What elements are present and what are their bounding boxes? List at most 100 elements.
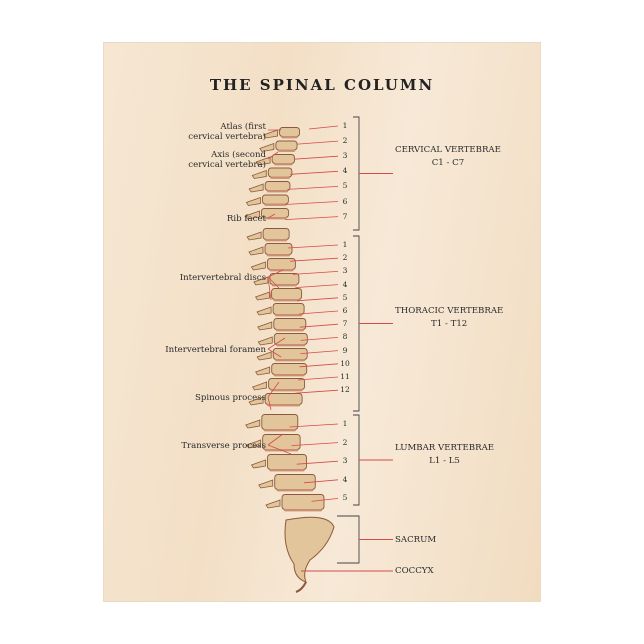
vertebra-body [279,127,300,137]
vertebra-number: 5 [342,493,348,503]
vertebra-body [271,363,308,375]
region-thoracic-name: THORACIC VERTEBRAE [395,306,504,316]
region-thoracic-range: T1 - T12 [431,319,468,329]
page-title: THE SPINAL COLUMN [209,76,435,94]
spinous-process-shape [251,381,267,391]
number-leader-line [311,498,339,502]
vertebra-body [273,318,307,330]
spinous-process-shape [258,479,274,489]
region-bracket [353,414,360,506]
vertebra-number: 2 [342,136,348,146]
intervertebral-disc [273,299,300,302]
spine-diagram [244,116,393,593]
label-axis: Axis (second cervical vertebra) [188,150,266,170]
intervertebral-disc [263,429,296,432]
vertebra-number: 5 [342,181,348,191]
intervertebral-disc [274,163,293,166]
number-leader-line [297,376,339,381]
intervertebral-disc [267,404,301,407]
spinous-process-shape [244,210,260,220]
label-intervertebral-foramen: Intervertebral foramen [165,345,266,355]
vertebra-body [272,303,305,315]
region-bracket [353,116,360,231]
spinous-process-shape [265,499,281,509]
intervertebral-disc [275,359,306,362]
vertebra-number: 9 [342,345,348,355]
vertebra-body [262,228,290,240]
vertebra-body [262,434,301,450]
number-leader-line [299,323,339,328]
intervertebral-disc [263,217,287,220]
anatomy-leader-line [267,269,284,278]
intervertebral-disc [284,509,322,512]
label-transverse-process: Transverse process [181,441,266,451]
vertebra-body [264,393,303,405]
region-bracket [353,235,360,412]
label-axis-line1: Axis (second [211,150,266,160]
region-lumbar-range: L1 - L5 [429,456,460,466]
spinous-process-shape [259,142,275,152]
intervertebral-disc [273,374,305,377]
spinous-process-shape [262,129,278,139]
region-brackets [301,116,393,572]
vertebra-number: 1 [342,240,348,249]
vertebra-number: 2 [342,253,348,263]
region-thoracic: THORACIC VERTEBRAE T1 - T12 [395,305,503,331]
intervertebral-disc [269,469,305,472]
region-cervical-name: CERVICAL VERTEBRAE [395,145,501,155]
intervertebral-disc [267,254,291,257]
number-leader-line [287,186,339,190]
anatomy-leader-line [267,151,279,160]
number-leader-line [298,310,339,315]
number-leader-line [300,337,339,341]
vertebra-number: 7 [342,211,348,221]
region-cervical: CERVICAL VERTEBRAE C1 - C7 [395,144,501,170]
number-leader-line [289,423,339,428]
anatomy-leader-line [267,433,284,446]
spinous-process-shape [248,183,264,193]
vertebra-number: 11 [340,372,350,381]
vertebra-number: 6 [342,196,348,206]
vertebra-body [281,494,325,510]
number-leader-line [284,216,339,220]
spinous-process-shape [254,291,270,301]
number-leader-line [297,140,339,145]
number-leader-line [287,244,339,249]
vertebra-number: 1 [342,419,348,428]
vertebra-body [264,243,293,255]
number-leader-line [295,284,339,288]
spinous-process-shape [256,306,272,316]
vertebra-body [275,140,298,151]
intervertebral-disc [275,329,304,332]
intervertebral-disc [270,176,290,179]
region-sacrum: SACRUM [395,535,437,545]
vertebra-number: 3 [342,151,348,161]
intervertebral-disc [277,149,296,152]
number-leader-line [308,125,339,130]
number-leader-line [292,271,339,275]
spinous-process-shape [248,396,264,406]
number-leader-line [291,442,339,446]
spinous-process-shape [245,196,261,206]
spinous-process-shape [250,459,266,469]
spinous-process-shape [257,321,273,331]
label-rib-facet: Rib facet [226,214,266,224]
label-spinous-process: Spinous process [194,393,266,403]
spinous-process-shape [248,246,264,256]
intervertebral-disc [265,239,288,242]
vertebra-body [261,414,299,430]
region-cervical-range: C1 - C7 [431,158,465,168]
intervertebral-disc [275,314,303,317]
vertebra-number: 10 [340,358,350,368]
vertebra-number: 3 [342,266,348,276]
leader-lines [267,125,339,502]
spinous-process-shape [251,169,267,179]
number-leader-line [299,363,339,368]
number-leader-line [285,201,339,205]
vertebra-number: 2 [342,437,348,447]
number-leader-line [300,350,339,354]
number-leader-line [293,155,339,160]
region-lumbar-name: LUMBAR VERTEBRAE [395,443,495,453]
region-bracket [337,515,360,564]
anatomy-leader-line [267,213,276,219]
